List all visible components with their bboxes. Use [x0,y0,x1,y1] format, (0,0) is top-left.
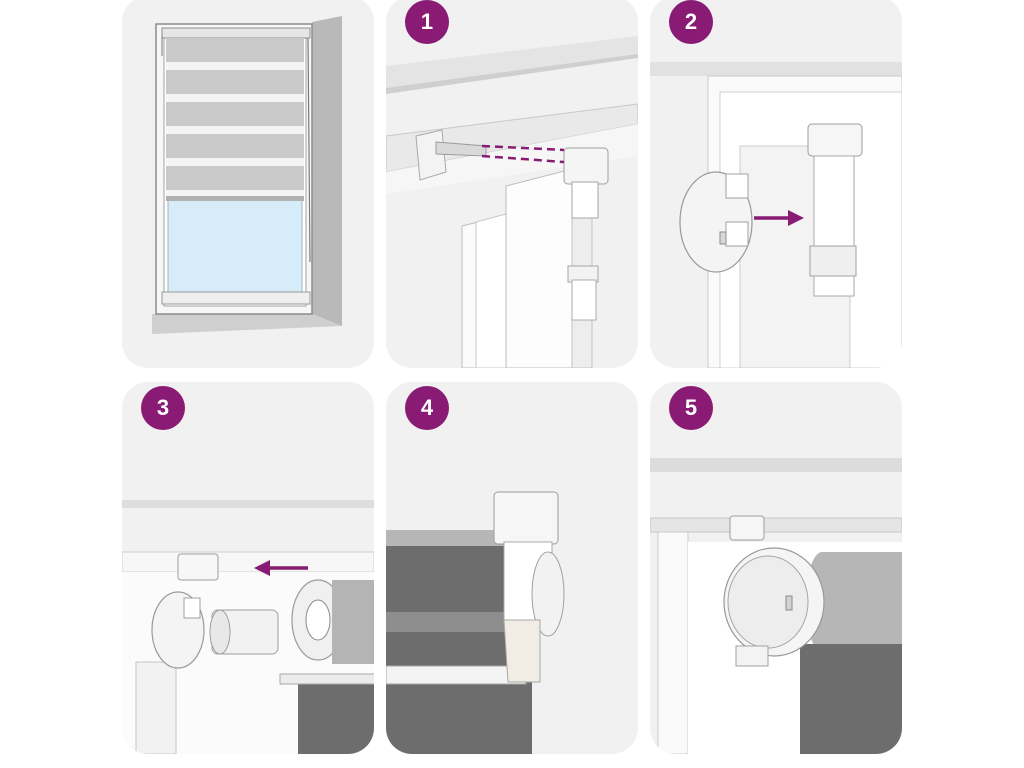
step-badge: 3 [141,386,185,430]
step-2-illustration [650,62,902,368]
arrow-right-icon [754,210,804,226]
overview-panel [122,0,374,368]
step-1-illustration [386,36,638,368]
step-4-illustration [386,491,565,754]
step-badge: 4 [405,386,449,430]
step-5-panel: 5 [650,382,902,754]
window-with-blind-illustration [152,16,342,334]
step-2-panel: 2 [650,0,902,368]
step-4-panel: 4 [386,382,638,754]
dashed-alignment-line [481,144,565,152]
step-badge: 2 [669,0,713,44]
arrow-left-icon [254,560,308,576]
step-3-panel: 3 [122,382,374,754]
step-badge: 1 [405,0,449,44]
step-badge: 5 [669,386,713,430]
step-3-illustration [122,500,374,754]
step-1-panel: 1 [386,0,638,368]
step-5-illustration [650,458,902,754]
